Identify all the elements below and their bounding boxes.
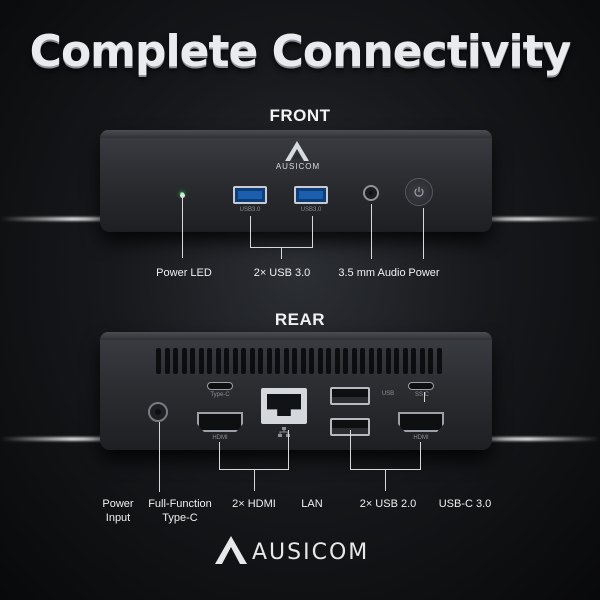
front-device: AUSICOM USB3.0 USB3.0 <box>100 130 492 232</box>
lan-callout: LAN <box>301 498 323 510</box>
front-brand: AUSICOM <box>275 162 321 171</box>
usbc-line <box>424 392 425 402</box>
usb2-line-left <box>350 430 351 470</box>
front-usb-port-1 <box>233 186 267 204</box>
rear-hdmi-label-2: HDMI <box>413 435 429 441</box>
footer-logo: AUSICOM <box>252 540 370 565</box>
vent-slot <box>436 348 442 374</box>
power-input-callout-line2: Input <box>105 512 131 524</box>
power-led-dot <box>180 193 185 198</box>
front-section-label: FRONT <box>269 106 331 125</box>
rear-hdmi-port-1 <box>197 412 243 432</box>
vent-slot <box>249 348 255 374</box>
front-usb-label-1: USB3.0 <box>239 207 261 213</box>
hdmi-line-down <box>254 469 255 491</box>
rear-device: Type-C HDMI USB SS C HDMI <box>100 332 492 450</box>
front-usb-label-2: USB3.0 <box>300 207 322 213</box>
vent-slot <box>309 348 314 374</box>
front-usb-port-2 <box>294 186 328 204</box>
vent-slot <box>394 348 399 374</box>
rear-hdmi-label-1: HDMI <box>212 435 228 441</box>
vent-slot <box>402 348 408 374</box>
front-device-top <box>100 130 492 138</box>
vent-slot <box>385 348 391 374</box>
vent-slot <box>224 348 229 374</box>
power-led-callout: Power LED <box>156 267 212 279</box>
vent-slot <box>181 348 187 374</box>
usb2-line-right <box>420 442 421 470</box>
usb3-line-right <box>312 216 313 248</box>
hdmi-callout: 2× HDMI <box>232 498 276 510</box>
vent-slot <box>232 348 238 374</box>
usb3-line-left <box>250 216 251 248</box>
lan-port-icon <box>261 388 307 424</box>
usb2-callout: 2× USB 2.0 <box>359 498 417 510</box>
rear-device-top <box>100 332 492 340</box>
vent-slot <box>258 348 263 374</box>
vent-slot <box>300 348 306 374</box>
vent-slot <box>411 348 416 374</box>
usb2-line-down <box>385 469 386 491</box>
vent-slot <box>283 348 289 374</box>
rear-ss-label: SS C <box>414 392 429 398</box>
vent-slot <box>164 348 170 374</box>
vent-slot <box>275 348 280 374</box>
vent-slot <box>428 348 433 374</box>
lan-line <box>288 430 289 470</box>
vent-slot <box>351 348 357 374</box>
rear-typec-port <box>207 382 233 390</box>
hdmi-line-left <box>219 442 220 470</box>
power-button-icon <box>405 178 433 206</box>
usb3-line-down <box>281 247 282 259</box>
vent-slot <box>326 348 331 374</box>
usbc-callout: USB-C 3.0 <box>438 498 492 510</box>
power-callout: Power <box>408 267 440 279</box>
usb3-callout: 2× USB 3.0 <box>253 267 311 279</box>
typec-callout-line1: Full-Function <box>148 498 212 510</box>
power-line <box>423 208 424 259</box>
vent-slot <box>207 348 212 374</box>
vent-slot <box>368 348 374 374</box>
vent-slot <box>190 348 195 374</box>
rear-usb2-port-1 <box>330 387 370 405</box>
vent-slot <box>377 348 382 374</box>
audio-callout: 3.5 mm Audio <box>338 267 406 279</box>
vent-slot <box>334 348 340 374</box>
vent-slot <box>419 348 425 374</box>
vent-slot <box>215 348 221 374</box>
audio-jack-icon <box>363 185 379 201</box>
rear-usbc-port <box>408 382 434 390</box>
power-input-callout: Power Input <box>96 497 140 525</box>
rear-section-label: REAR <box>274 310 326 329</box>
typec-callout: Full-Function Type-C <box>140 497 220 525</box>
footer-logo-icon <box>215 536 247 564</box>
vent-slot <box>173 348 178 374</box>
vent-slot <box>156 348 161 374</box>
rear-usb-label: USB <box>381 391 395 397</box>
vent-slot <box>241 348 246 374</box>
typec-callout-line2: Type-C <box>162 512 198 524</box>
vent-slot <box>360 348 365 374</box>
headline: Complete Connectivity <box>29 26 572 77</box>
power-input-line <box>159 422 160 492</box>
rear-hdmi-port-2 <box>398 412 444 432</box>
vent-slot <box>198 348 204 374</box>
power-input-icon <box>148 402 168 422</box>
vent-slot <box>266 348 272 374</box>
vent-slot <box>317 348 323 374</box>
vent-slot <box>292 348 297 374</box>
power-led-line <box>182 196 183 258</box>
audio-line <box>371 204 372 259</box>
front-logo-icon <box>285 141 309 161</box>
vent-slot <box>343 348 348 374</box>
rear-typec-label: Type-C <box>210 392 230 398</box>
power-input-callout-line1: Power <box>102 498 134 510</box>
